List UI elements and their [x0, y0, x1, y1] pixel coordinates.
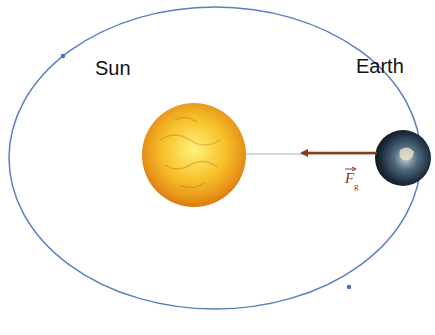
- vector-sign: [345, 169, 355, 170]
- force-arrow: [302, 152, 377, 155]
- force-symbol: F: [345, 171, 354, 186]
- earth-land: [400, 147, 415, 160]
- force-subscript: g: [354, 182, 359, 191]
- sun-earth-line: [246, 154, 378, 155]
- earth-label: Earth: [356, 56, 404, 76]
- sun: [142, 103, 246, 207]
- orbit: [9, 7, 421, 309]
- orbit-dot: [347, 285, 351, 289]
- sun-label: Sun: [95, 58, 131, 78]
- earth: [375, 130, 431, 186]
- orbit-dot: [61, 54, 65, 58]
- sun-texture: [160, 117, 220, 187]
